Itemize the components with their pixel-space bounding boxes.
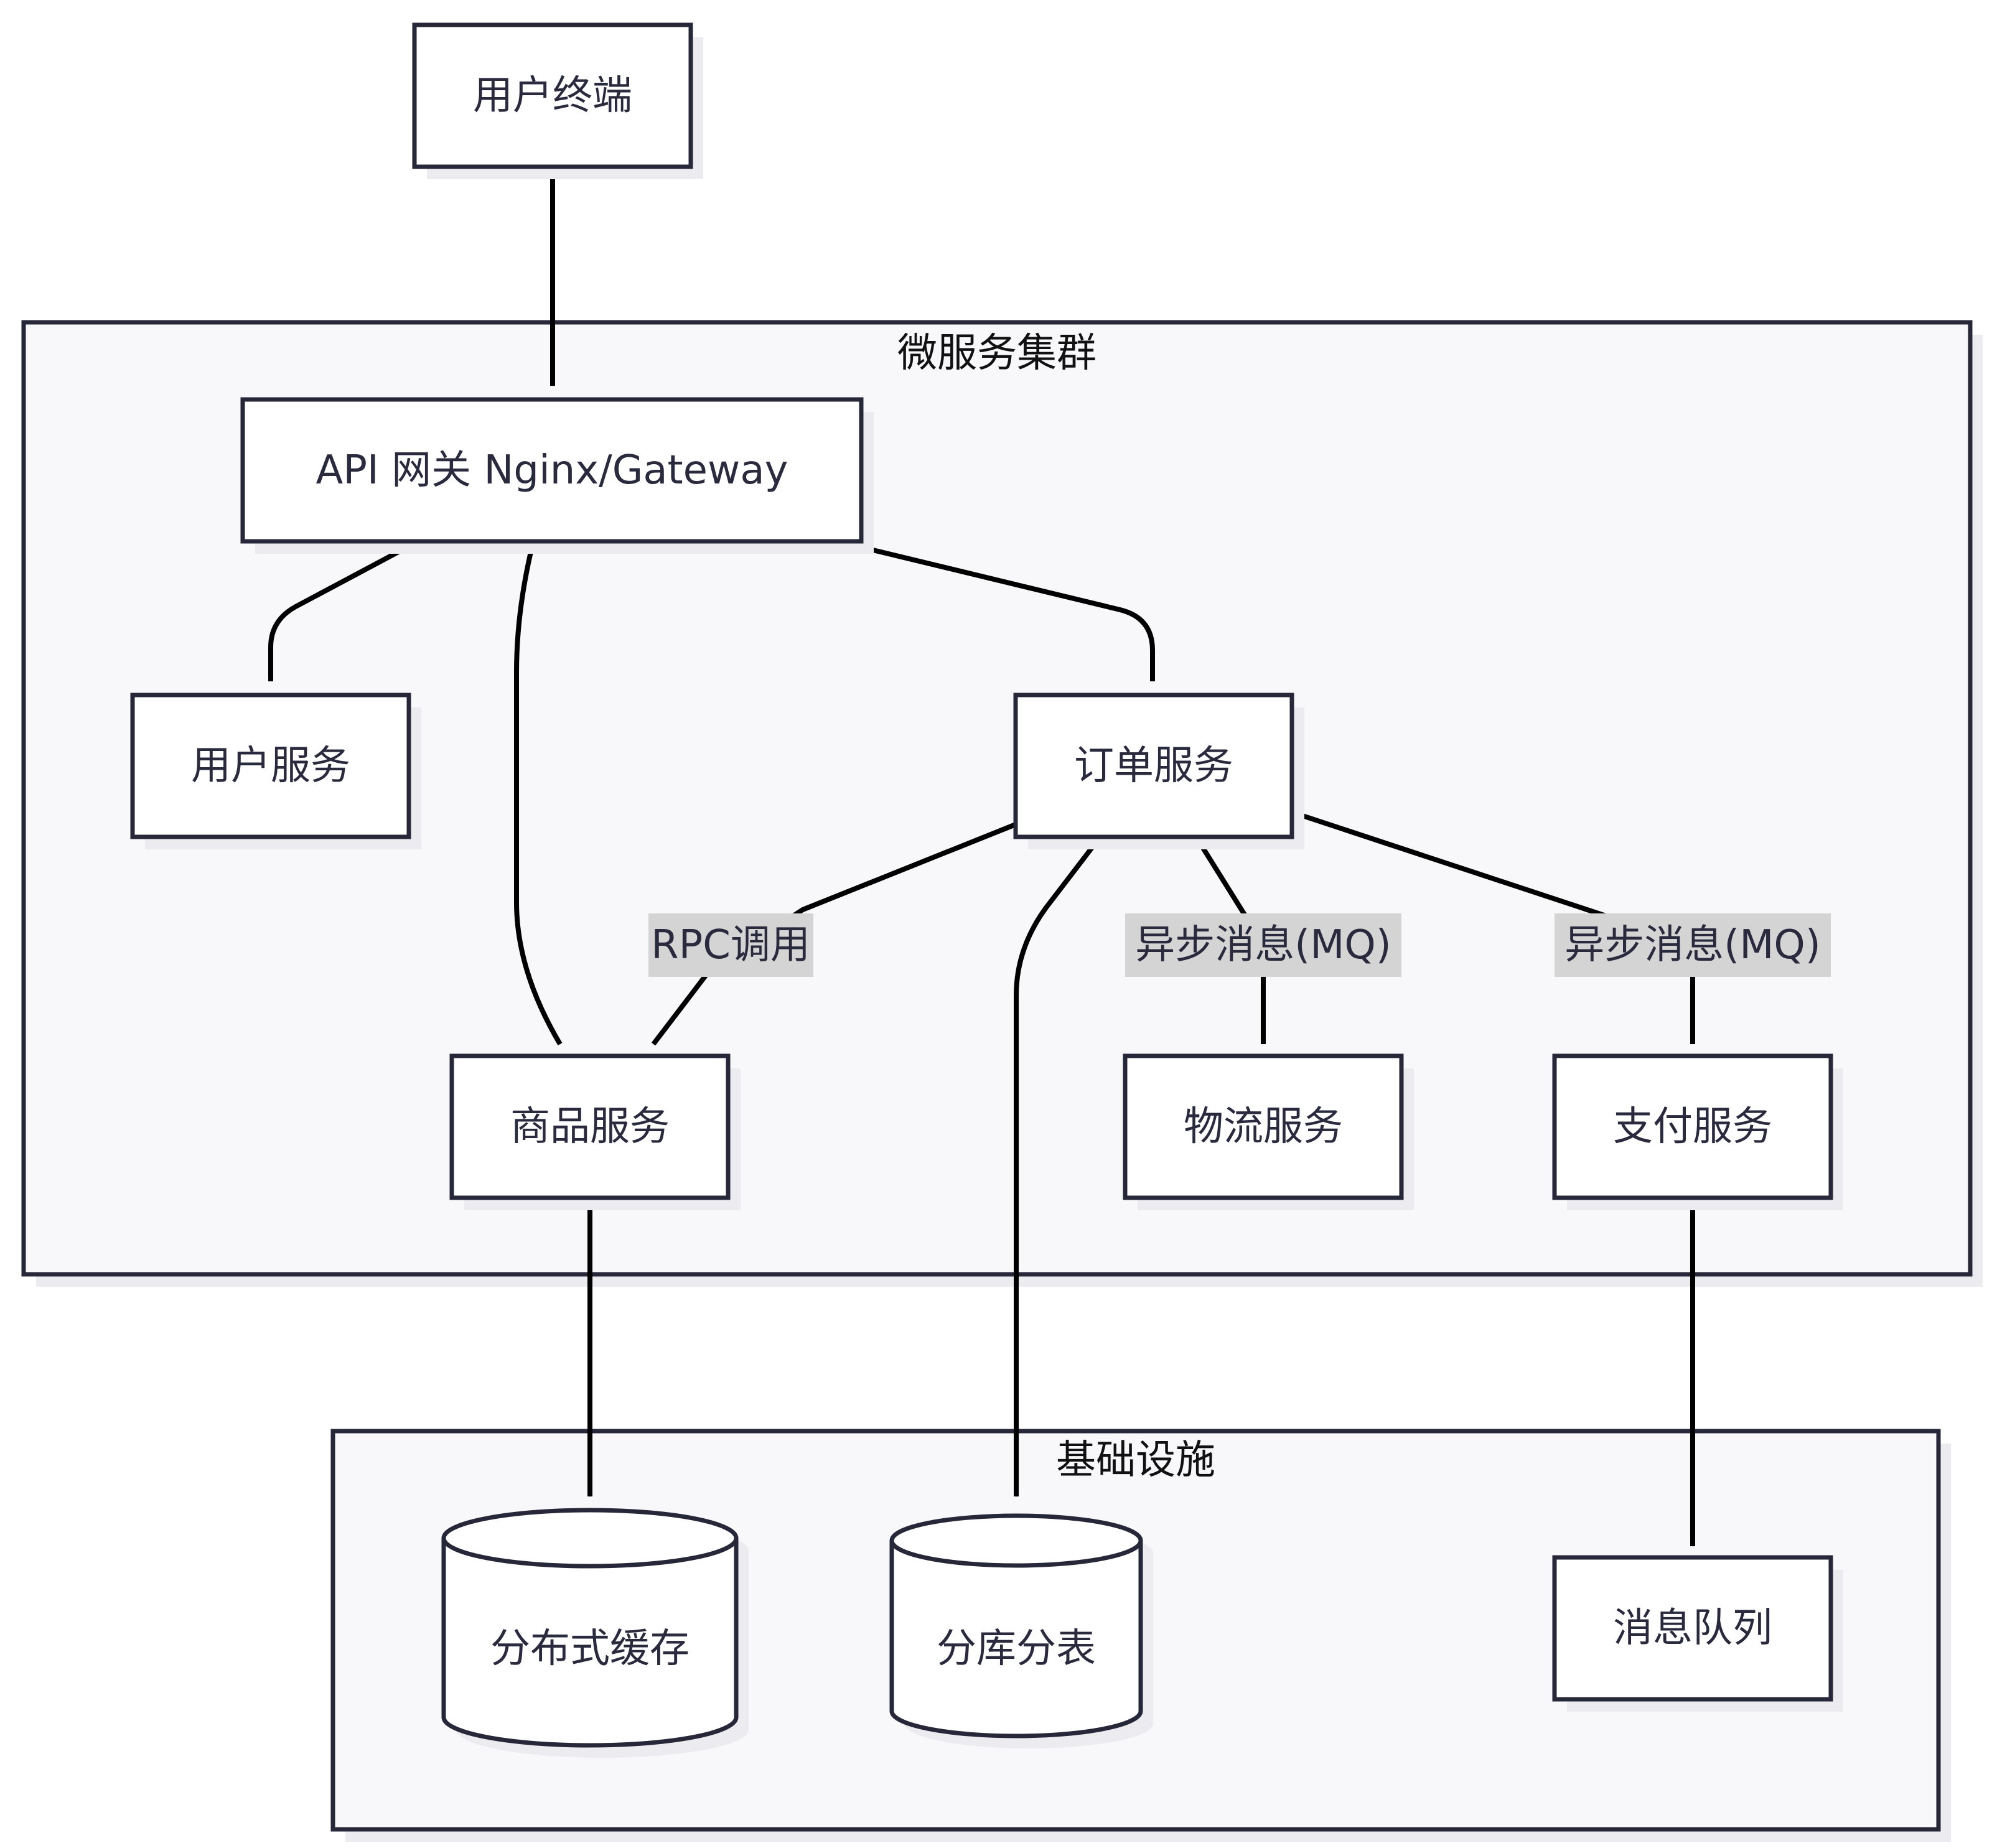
node-sharding-db-label: 分库分表 [937, 1626, 1096, 1672]
node-payment-service: 支付服务 [1552, 1053, 1843, 1210]
node-order-service-label: 订单服务 [1074, 743, 1233, 789]
node-gateway: API 网关 Nginx/Gateway [240, 397, 874, 554]
node-order-service: 订单服务 [1013, 693, 1304, 849]
node-product-service-label: 商品服务 [510, 1104, 670, 1150]
edge-gateway-product-service [514, 541, 563, 1046]
edge-gateway-user-service [268, 539, 419, 682]
edge-order-sharding-db [1014, 835, 1103, 1497]
cluster-microservices-title: 微服务集群 [897, 330, 1097, 376]
node-logistics-service: 物流服务 [1123, 1053, 1414, 1210]
node-sharding-db: 分库分表 [889, 1513, 1153, 1748]
edge-label-mq-logistics-text: 异步消息(MQ) [1135, 922, 1391, 968]
cluster-infrastructure-title: 基础设施 [1056, 1437, 1215, 1483]
edge-label-mq-logistics: 异步消息(MQ) [1125, 913, 1401, 977]
node-cache: 分布式缓存 [441, 1508, 749, 1758]
node-user-service: 用户服务 [130, 693, 421, 849]
node-cache-label: 分布式缓存 [490, 1626, 690, 1672]
node-gateway-label: API 网关 Nginx/Gateway [316, 447, 788, 493]
edge-gateway-order-service [836, 539, 1155, 682]
node-payment-service-label: 支付服务 [1613, 1104, 1772, 1150]
edge-label-rpc-text: RPC调用 [651, 922, 810, 968]
node-logistics-service-label: 物流服务 [1184, 1104, 1343, 1150]
node-client: 用户终端 [412, 22, 703, 179]
edge-label-mq-payment: 异步消息(MQ) [1555, 913, 1831, 977]
node-message-queue: 消息队列 [1552, 1555, 1843, 1712]
node-client-label: 用户终端 [473, 73, 632, 119]
node-user-service-label: 用户服务 [191, 743, 350, 789]
edge-label-mq-payment-text: 异步消息(MQ) [1564, 922, 1821, 968]
node-message-queue-label: 消息队列 [1613, 1605, 1772, 1651]
node-product-service: 商品服务 [449, 1053, 741, 1210]
edge-label-rpc: RPC调用 [648, 913, 813, 977]
